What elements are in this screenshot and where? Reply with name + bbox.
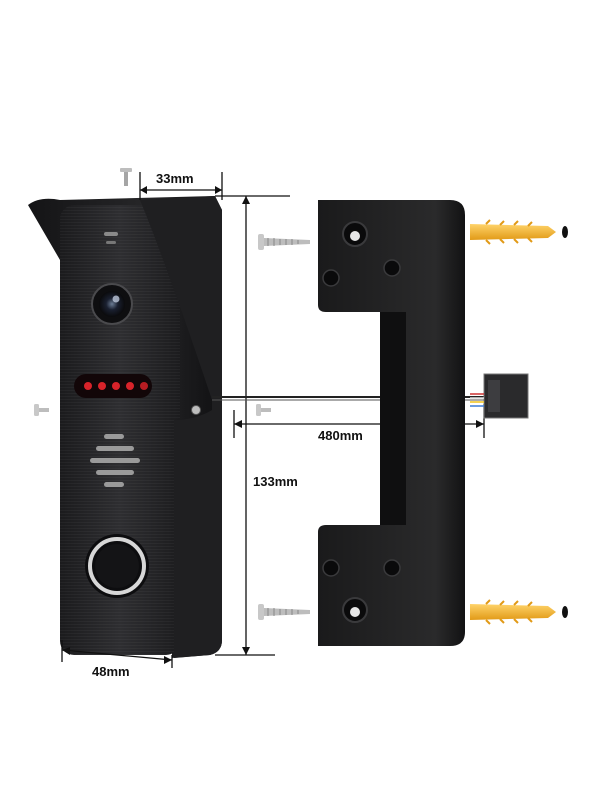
- ir-led-strip: [74, 374, 152, 398]
- height-dimension-label: 133mm: [253, 474, 298, 489]
- mounting-bracket: [318, 200, 465, 646]
- screw-icon: [256, 404, 271, 416]
- doorbell-unit: [28, 168, 222, 658]
- width-dimension-label: 48mm: [92, 664, 130, 679]
- microphone-icon: [104, 232, 118, 236]
- wall-anchor-icon: [470, 599, 568, 625]
- screw-icon: [258, 234, 310, 250]
- wire-connector-icon: [470, 373, 529, 419]
- screw-icon: [34, 404, 49, 416]
- cable-length-dimension-label: 480mm: [318, 428, 363, 443]
- camera-lens-icon: [91, 283, 133, 325]
- speaker-grille: [90, 434, 140, 487]
- screw-icon: [120, 168, 132, 186]
- screw-icon: [258, 604, 310, 620]
- hood-screw-icon: [191, 405, 201, 415]
- wall-anchor-icon: [470, 219, 568, 245]
- depth-dimension-label: 33mm: [156, 171, 194, 186]
- call-button-icon: [85, 534, 149, 598]
